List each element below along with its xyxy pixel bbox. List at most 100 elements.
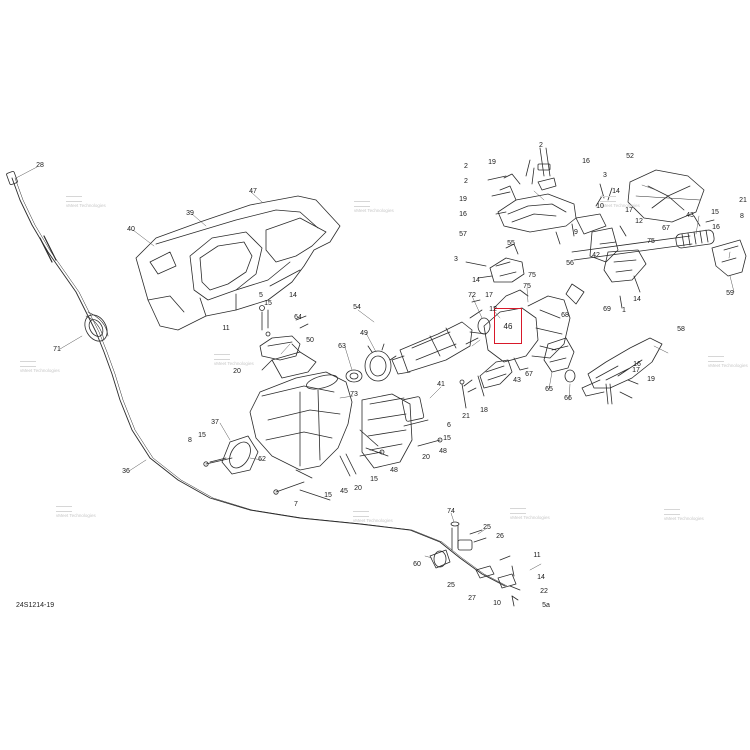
part-callout[interactable]: 14 — [537, 574, 545, 581]
column-housing-drawing — [209, 343, 353, 501]
cable-end-drawing — [429, 521, 521, 607]
part-callout[interactable]: 56 — [566, 260, 574, 267]
part-callout[interactable]: 15 — [443, 435, 451, 442]
part-callout[interactable]: 48 — [390, 467, 398, 474]
part-callout[interactable]: 17 — [625, 207, 633, 214]
part-callout[interactable]: 75 — [647, 238, 655, 245]
part-callout[interactable]: 11 — [533, 552, 541, 559]
part-callout[interactable]: 47 — [249, 188, 257, 195]
part-callout[interactable]: 48 — [439, 448, 447, 455]
part-callout[interactable]: 72 — [468, 292, 476, 299]
part-callout[interactable]: 20 — [354, 485, 362, 492]
part-callout[interactable]: 28 — [36, 162, 44, 169]
part-callout[interactable]: 16 — [712, 224, 720, 231]
part-callout[interactable]: 45 — [340, 488, 348, 495]
part-callout[interactable]: 11 — [222, 325, 230, 332]
part-callout[interactable]: 18 — [480, 407, 488, 414]
part-callout[interactable]: 62 — [258, 456, 266, 463]
part-callout[interactable]: 52 — [626, 153, 634, 160]
part-callout[interactable]: 15 — [324, 492, 332, 499]
part-callout[interactable]: 8 — [740, 213, 744, 220]
part-callout[interactable]: 54 — [353, 304, 361, 311]
part-callout[interactable]: 10 — [493, 600, 501, 607]
part-callout[interactable]: 16 — [582, 158, 590, 165]
part-callout[interactable]: 7 — [294, 501, 298, 508]
part-callout[interactable]: 14 — [633, 296, 641, 303]
part-callout[interactable]: 43 — [686, 212, 694, 219]
part-callout[interactable]: 21 — [462, 413, 470, 420]
part-callout[interactable]: 15 — [264, 300, 272, 307]
part-callout[interactable]: 5a — [542, 602, 550, 609]
part-callout[interactable]: 12 — [489, 306, 497, 313]
part-callout[interactable]: 69 — [603, 306, 611, 313]
part-callout[interactable]: 27 — [468, 595, 476, 602]
part-callout[interactable]: 25 — [447, 582, 455, 589]
part-callout[interactable]: 6 — [447, 422, 451, 429]
selected-part-callout[interactable]: 46 — [503, 322, 513, 331]
part-callout[interactable]: 19 — [647, 376, 655, 383]
part-callout[interactable]: 63 — [338, 343, 346, 350]
part-callout[interactable]: 19 — [488, 159, 496, 166]
part-callout[interactable]: 59 — [726, 290, 734, 297]
part-callout[interactable]: 15 — [198, 432, 206, 439]
part-callout[interactable]: 25 — [483, 524, 491, 531]
part-callout[interactable]: 26 — [496, 533, 504, 540]
part-callout[interactable]: 15 — [370, 476, 378, 483]
part-callout[interactable]: 50 — [306, 337, 314, 344]
upper-bracket-drawing — [259, 305, 309, 361]
part-callout[interactable]: 1 — [622, 307, 626, 314]
steering-shaft-drawing — [345, 321, 473, 469]
part-callout[interactable]: 43 — [513, 377, 521, 384]
part-callout[interactable]: 8 — [188, 437, 192, 444]
part-callout[interactable]: 64 — [294, 314, 302, 321]
part-callout[interactable]: 57 — [459, 231, 467, 238]
part-callout[interactable]: 14 — [289, 292, 297, 299]
part-callout[interactable]: 3 — [603, 172, 607, 179]
part-callout[interactable]: 20 — [422, 454, 430, 461]
part-callout[interactable]: 71 — [53, 346, 61, 353]
part-callout[interactable]: 17 — [485, 292, 493, 299]
part-callout[interactable]: 22 — [540, 588, 548, 595]
part-callout[interactable]: 41 — [437, 381, 445, 388]
part-callout[interactable]: 9 — [574, 229, 578, 236]
part-callout[interactable]: 67 — [525, 371, 533, 378]
leader-lines — [15, 166, 735, 571]
watermark: vMeet Technologies — [600, 196, 640, 208]
part-callout[interactable]: 2 — [464, 178, 468, 185]
watermark: vMeet Technologies — [214, 354, 254, 366]
part-callout[interactable]: 20 — [233, 368, 241, 375]
part-callout[interactable]: 67 — [662, 225, 670, 232]
part-callout[interactable]: 49 — [360, 330, 368, 337]
part-callout[interactable]: 14 — [612, 188, 620, 195]
part-callout[interactable]: 14 — [472, 277, 480, 284]
part-callout[interactable]: 60 — [413, 561, 421, 568]
part-callout[interactable]: 12 — [635, 218, 643, 225]
part-callout[interactable]: 75 — [523, 283, 531, 290]
part-callout[interactable]: 36 — [122, 468, 130, 475]
part-callout[interactable]: 17 — [632, 367, 640, 374]
part-callout[interactable]: 42 — [592, 252, 600, 259]
part-callout[interactable]: 21 — [739, 197, 747, 204]
part-callout[interactable]: 40 — [127, 226, 135, 233]
part-callout[interactable]: 16 — [459, 211, 467, 218]
part-callout[interactable]: 65 — [545, 386, 553, 393]
part-callout[interactable]: 73 — [350, 391, 358, 398]
part-callout[interactable]: 39 — [186, 210, 194, 217]
part-callout[interactable]: 55 — [507, 240, 515, 247]
part-callout[interactable]: 74 — [447, 508, 455, 515]
part-callout[interactable]: 3 — [454, 256, 458, 263]
part-callout[interactable]: 68 — [561, 312, 569, 319]
part-callout[interactable]: 2 — [539, 142, 543, 149]
part-callout[interactable]: 37 — [211, 419, 219, 426]
part-callout[interactable]: 66 — [564, 395, 572, 402]
part-callout[interactable]: 15 — [711, 209, 719, 216]
part-callout[interactable]: 19 — [459, 196, 467, 203]
part-callout[interactable]: 2 — [464, 163, 468, 170]
watermark: vMeet Technologies — [66, 196, 106, 208]
part-callout[interactable]: 75 — [528, 272, 536, 279]
part-callout[interactable]: 16 — [633, 361, 641, 368]
part-callout[interactable]: 58 — [677, 326, 685, 333]
part-callout[interactable]: 10 — [596, 203, 604, 210]
part-callout[interactable]: 5 — [259, 292, 263, 299]
